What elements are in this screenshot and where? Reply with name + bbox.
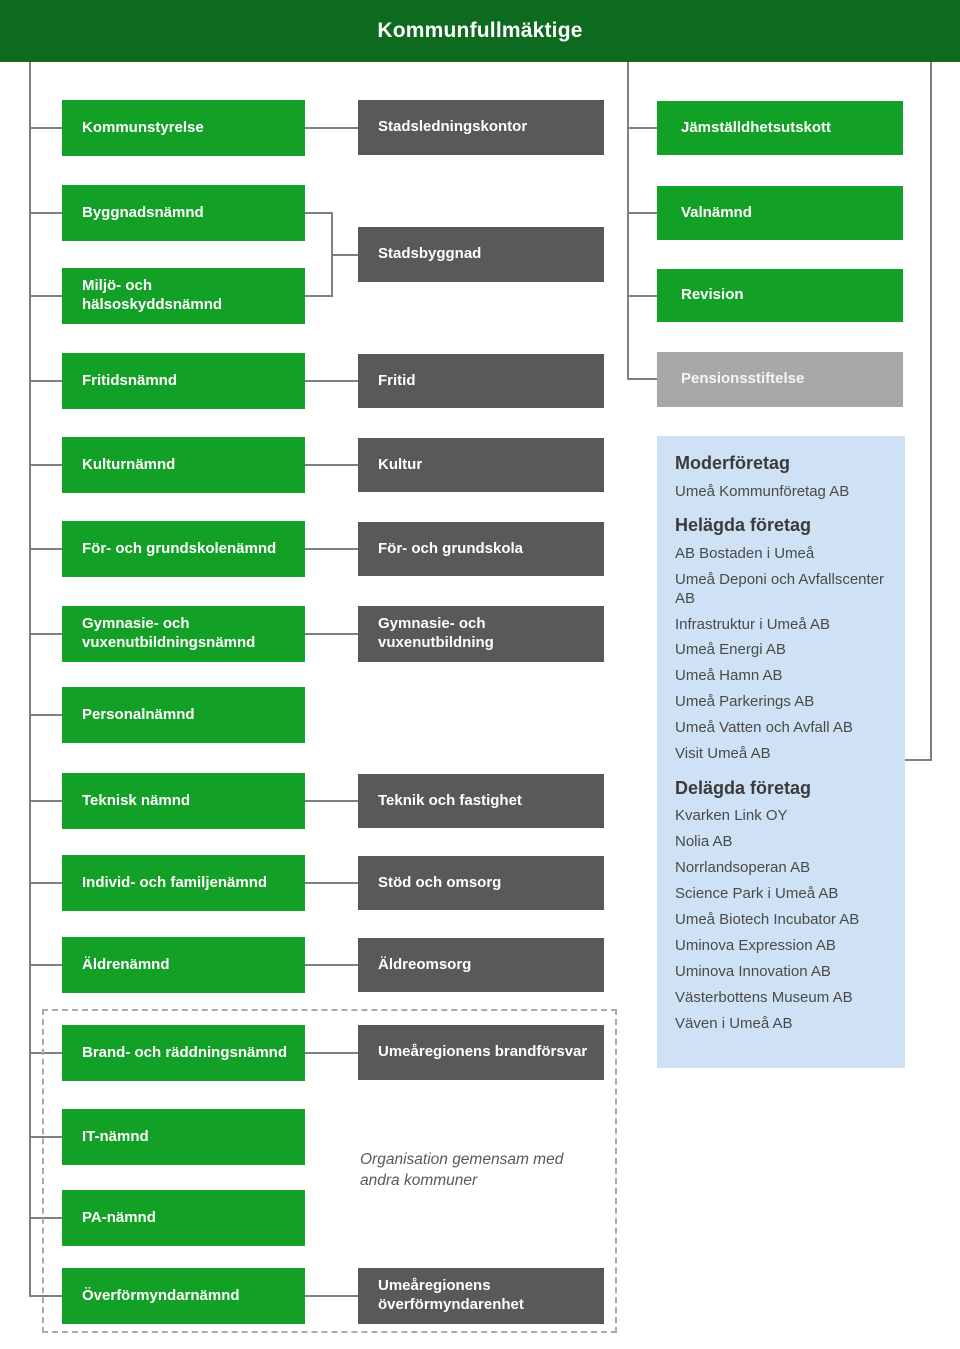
connector-stub: [29, 1052, 62, 1054]
node-valnamnd: Valnämnd: [657, 186, 903, 240]
connector-stub: [29, 1295, 62, 1297]
company-item: Science Park i Umeå AB: [675, 885, 839, 903]
node-for-och-grundskola: För- och grundskola: [358, 522, 604, 576]
node-miljo-halsoskyddsnamnd: Miljö- och hälsoskyddsnämnd: [62, 268, 305, 324]
connector-stub: [627, 378, 657, 380]
node-kommunstyrelse: Kommunstyrelse: [62, 100, 305, 156]
company-item: Umeå Kommunföretag AB: [675, 482, 850, 500]
connector-stub: [29, 882, 62, 884]
connector-row: [305, 464, 358, 466]
node-jamstalldhetsutskott: Jämställdhetsutskott: [657, 101, 903, 155]
company-item: Umeå Energi AB: [675, 641, 786, 659]
connector-left-spine: [29, 62, 31, 1297]
companies-heading-delagda: Delägda företag: [675, 777, 812, 798]
connector-bracket: [305, 212, 333, 214]
node-gymnasie-vuxenutbildning: Gymnasie- och vuxenutbildning: [358, 606, 604, 662]
connector-stub: [627, 212, 657, 214]
company-item: Umeå Parkerings AB: [675, 693, 815, 711]
node-teknisk-namnd: Teknisk nämnd: [62, 773, 305, 829]
connector-row: [305, 548, 358, 550]
connector-row: [305, 800, 358, 802]
company-item: Umeå Hamn AB: [675, 667, 783, 685]
connector-stub: [29, 1217, 62, 1219]
connector-stub: [29, 800, 62, 802]
node-stod-och-omsorg: Stöd och omsorg: [358, 856, 604, 910]
connector-stub: [29, 295, 62, 297]
company-item: Umeå Deponi och Avfallscenter AB: [675, 570, 885, 607]
node-pensionsstiftelse: Pensionsstiftelse: [657, 352, 903, 407]
company-item: Umeå Vatten och Avfall AB: [675, 719, 853, 737]
companies-heading-helagda: Helägda företag: [675, 515, 812, 536]
company-item: Visit Umeå AB: [675, 745, 771, 763]
node-kulturnamnd: Kulturnämnd: [62, 437, 305, 493]
connector-stub: [29, 380, 62, 382]
node-aldreomsorg: Äldreomsorg: [358, 938, 604, 992]
connector-stub: [29, 964, 62, 966]
node-teknik-och-fastighet: Teknik och fastighet: [358, 774, 604, 828]
connector-row: [305, 1295, 358, 1297]
connector-stub: [29, 212, 62, 214]
node-fritidsnamnd: Fritidsnämnd: [62, 353, 305, 409]
node-kultur: Kultur: [358, 438, 604, 492]
node-byggnadsnamnd: Byggnadsnämnd: [62, 185, 305, 241]
company-item: Norrlandsoperan AB: [675, 859, 811, 877]
node-personalnamnd: Personalnämnd: [62, 687, 305, 743]
connector-bracket: [331, 254, 358, 256]
connector-row: [305, 882, 358, 884]
companies-panel: Moderföretag Umeå Kommunföretag AB Heläg…: [657, 436, 905, 1068]
connector-stub: [29, 464, 62, 466]
connector-row: [305, 633, 358, 635]
connector-bracket: [305, 295, 333, 297]
node-umearegionens-overformyndarenhet: Umeåregionens överförmyndarenhet: [358, 1268, 604, 1324]
page-title: Kommunfullmäktige: [0, 0, 960, 62]
company-item: AB Bostaden i Umeå: [675, 544, 815, 562]
connector-row: [305, 380, 358, 382]
node-fritid: Fritid: [358, 354, 604, 408]
node-stadsledningskontor: Stadsledningskontor: [358, 100, 604, 155]
connector-stub: [627, 295, 657, 297]
company-item: Väven i Umeå AB: [675, 1014, 793, 1032]
node-individ-familjenamnd: Individ- och familjenämnd: [62, 855, 305, 911]
node-revision: Revision: [657, 269, 903, 322]
connector-companies-spine: [930, 62, 932, 761]
companies-heading-moderforetag: Moderföretag: [675, 453, 791, 473]
company-item: Umeå Biotech Incubator AB: [675, 910, 860, 928]
connector-row: [305, 127, 358, 129]
node-aldrenamnd: Äldrenämnd: [62, 937, 305, 993]
company-item: Kvarken Link OY: [675, 807, 788, 825]
company-item: Uminova Innovation AB: [675, 962, 831, 980]
connector-row: [305, 1052, 358, 1054]
node-umearegionens-brandforsvar: Umeåregionens brandförsvar: [358, 1025, 604, 1080]
connector-stub: [29, 548, 62, 550]
connector-right-spine: [627, 62, 629, 380]
company-item: Västerbottens Museum AB: [675, 988, 853, 1006]
connector-stub: [29, 1136, 62, 1138]
node-for-grundskolenamnd: För- och grundskolenämnd: [62, 521, 305, 577]
company-item: Uminova Expression AB: [675, 936, 836, 954]
company-item: Nolia AB: [675, 833, 733, 851]
connector-stub: [29, 127, 62, 129]
connector-stub: [29, 714, 62, 716]
node-stadsbyggnad: Stadsbyggnad: [358, 227, 604, 282]
node-pa-namnd: PA-nämnd: [62, 1190, 305, 1246]
node-overformyndarnamnd: Överförmyndarnämnd: [62, 1268, 305, 1324]
connector-stub: [627, 127, 657, 129]
connector-companies-stub: [904, 759, 932, 761]
connector-stub: [29, 633, 62, 635]
connector-row: [305, 964, 358, 966]
node-brand-raddningsnamnd: Brand- och räddningsnämnd: [62, 1025, 305, 1081]
joint-organisation-frame: [42, 1009, 617, 1333]
node-it-namnd: IT-nämnd: [62, 1109, 305, 1165]
joint-organisation-note: Organisation gemensam med andra kommuner: [360, 1151, 564, 1189]
company-item: Infrastruktur i Umeå AB: [675, 615, 831, 633]
node-gymnasie-vuxenutbildningsnamnd: Gymnasie- och vuxenutbildningsnämnd: [62, 606, 305, 662]
